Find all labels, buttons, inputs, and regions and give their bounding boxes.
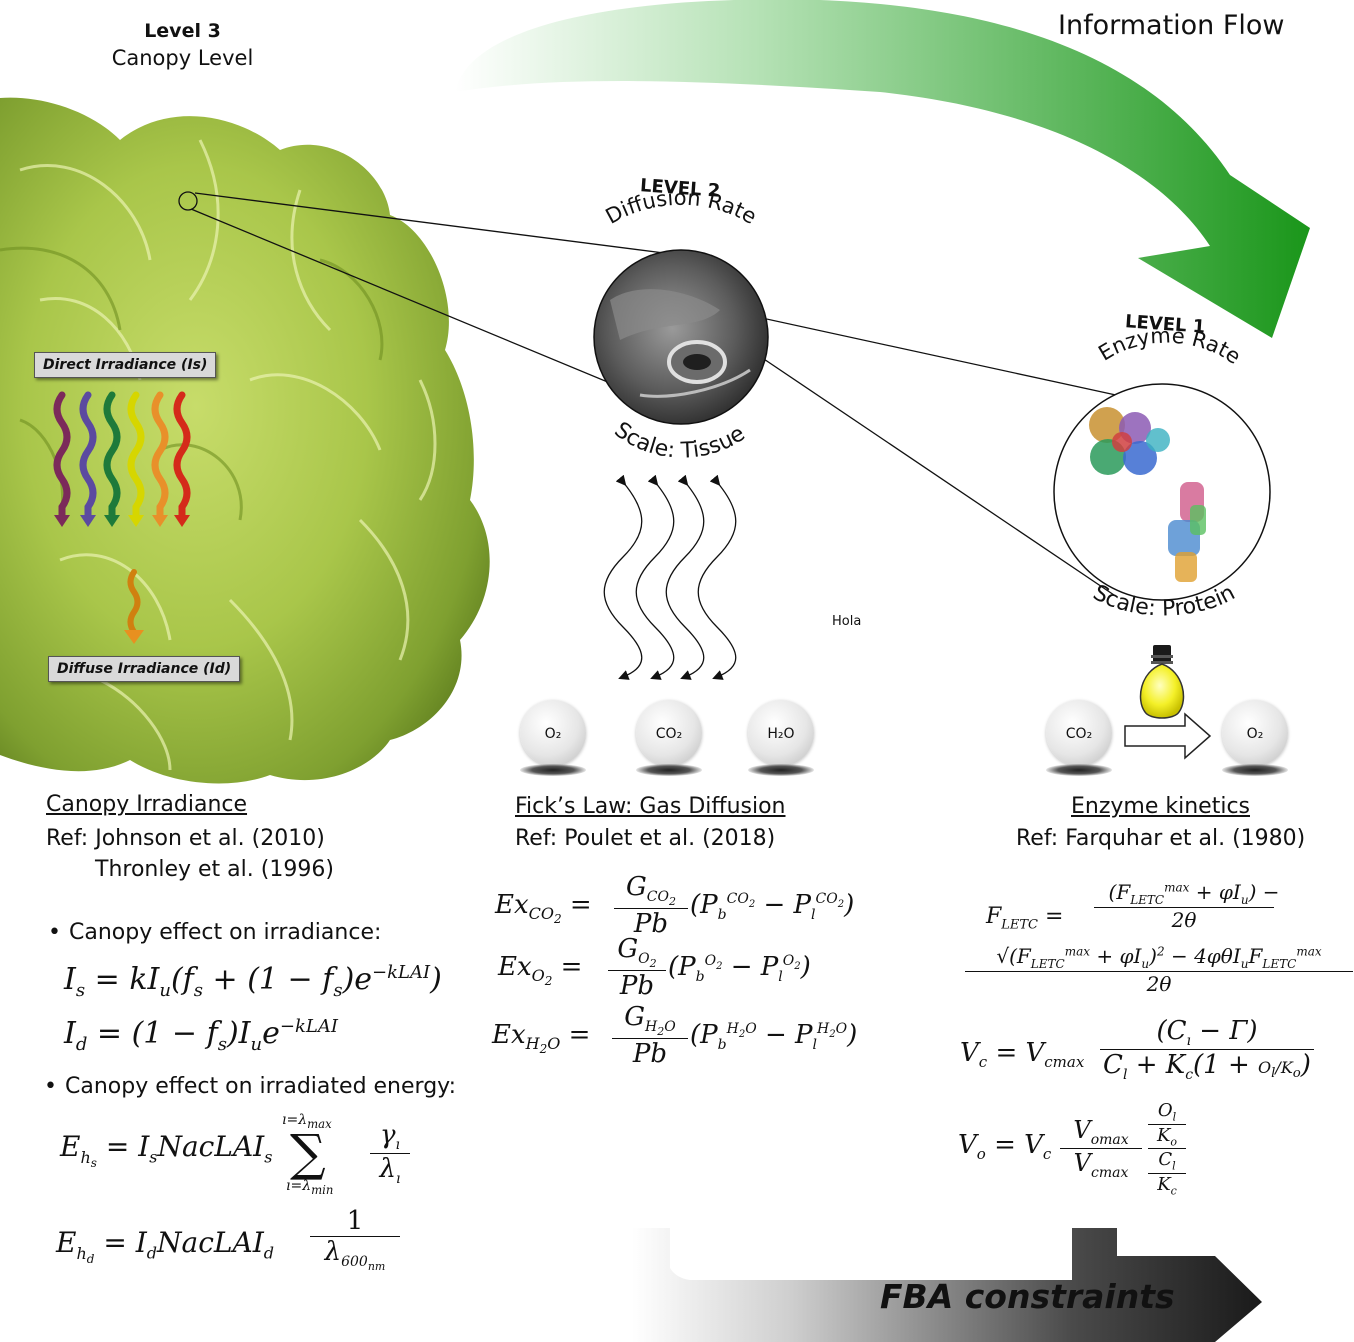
enzyme-o2-molecule [1222,700,1288,766]
enzyme-ref: Ref: Farquhar et al. (1980) [1016,826,1306,851]
enzyme-heading: Enzyme kinetics [1071,794,1250,819]
sum-upper-limit: ı=λmax [282,1112,332,1131]
h2o-shadow [748,764,814,776]
diffusion-wavy-arrows [603,474,737,680]
co2-shadow [636,764,702,776]
level3-subtitle: Canopy Level [111,46,254,70]
direct-irradiance-arrowheads [54,515,190,527]
direct-irradiance-waves [53,391,191,519]
o2-label: O₂ [544,726,562,742]
enzyme-eq1-lhs: FLETC = [986,904,1064,933]
canopy-ref1: Ref: Johnson et al. (2010) [46,826,325,851]
canopy-bullet1: Canopy effect on irradiance: [48,920,381,945]
enzyme-o2-shadow [1222,764,1288,776]
enzyme-co2-molecule [1046,700,1112,766]
stomata-micrograph [593,249,769,425]
direct-irradiance-tag: Direct Irradiance (Is) [34,352,217,378]
ficks-heading: Fick’s Law: Gas Diffusion [515,794,786,819]
reaction-arrow-icon [1124,712,1212,760]
canopy-eq1: Is = kIu(fs + (1 − fs)e−kLAI) [64,962,442,1001]
enzyme-co2-label: CO₂ [1065,726,1093,742]
ficks-eq3: ExH2O = [492,1020,591,1057]
fba-constraints-arrow [632,1228,1262,1342]
enzyme-eq3-ratio: Ol Ko Cl Kc [1148,1100,1186,1197]
diffuse-irradiance-tag: Diffuse Irradiance (Id) [48,656,241,682]
o2-molecule [520,700,586,766]
sum-fraction: γı λı [370,1120,410,1187]
ficks-eq2: ExO2 = [498,952,583,989]
canopy-eq2: Id = (1 − fs)Iue−kLAI [64,1016,338,1055]
energy-fraction: 1 λ600nm [310,1206,400,1273]
enzyme-eq1-top: (FLETCmax + φIu) − 2θ [1094,880,1294,932]
stray-label: Hola [832,614,862,629]
ficks-eq2-tail: (PbO2 − PlO2) [668,952,811,986]
lettuce-photo [0,97,490,784]
ficks-eq1-tail: (PbCO2 − PlCO2) [690,890,855,924]
canopy-eq3: Ehs = IsNacLAIs [60,1130,273,1170]
canopy-heading: Canopy Irradiance [46,792,248,817]
h2o-label: H₂O [767,726,795,742]
co2-label: CO₂ [655,726,683,742]
enzyme-co2-shadow [1046,764,1112,776]
canopy-ref2: Thronley et al. (1996) [95,857,334,882]
h2o-molecule [748,700,814,766]
protein-structure [1053,383,1271,601]
enzyme-eq1-bottom: √(FLETCmax + φIu)2 − 4φθIuFLETCmax 2θ [965,944,1353,996]
enzyme-eq3-frac: Vomax Vcmax [1060,1116,1142,1181]
light-bulb-icon [1139,645,1185,719]
ficks-ref: Ref: Poulet et al. (2018) [515,826,776,851]
co2-molecule [636,700,702,766]
sum-symbol: ∑ [290,1124,326,1182]
fba-constraints-label: FBA constraints [880,1277,1175,1316]
canopy-eq4: Ehd = IdNacLAId [56,1226,275,1266]
information-flow-label: Information Flow [1058,10,1285,41]
level3-title: Level 3 [144,20,221,42]
sum-lower-limit: ı=λmin [286,1178,334,1197]
enzyme-eq2-lhs: Vc = Vcmax [960,1038,1085,1072]
ficks-eq1: ExCO2 = [495,890,592,927]
enzyme-o2-label: O₂ [1246,726,1264,742]
canopy-bullet2: Canopy effect on irradiated energy: [44,1074,456,1099]
information-flow-arrow [455,0,1310,338]
enzyme-eq3-lhs: Vo = Vc [958,1130,1052,1164]
ficks-eq3-tail: (PbH2O − PlH2O) [690,1020,858,1054]
enzyme-eq2-frac: (Cı − Γ) Cl + Kc(1 + Ol/Ko) [1100,1016,1314,1083]
o2-shadow [520,764,586,776]
diffuse-irradiance-wave [124,569,144,644]
